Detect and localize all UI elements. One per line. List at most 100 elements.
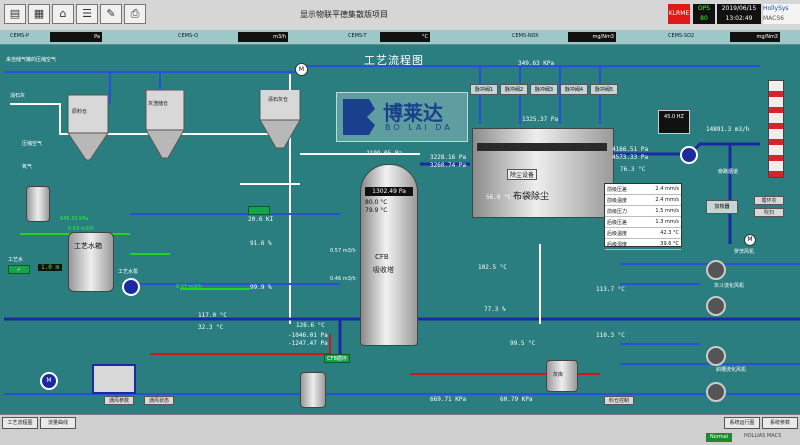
cems-so2-value: mg/Nm3 <box>730 32 780 42</box>
blower-motor-icon[interactable]: M <box>744 234 756 246</box>
pct2-value: 99.9 % <box>250 284 272 291</box>
chute-fan-icon[interactable] <box>706 346 726 366</box>
flow-water2-value: 0.63 m3/h <box>68 226 94 232</box>
hollias-label: HOLLIAS MACS <box>744 433 782 439</box>
brand-en: BO LAI DA <box>385 123 453 132</box>
overview-icon[interactable]: ▦ <box>28 4 50 24</box>
cems-so2-label: CEMS-SO2 <box>668 33 695 39</box>
state1-button[interactable]: 通风状态 <box>144 396 174 405</box>
print-icon[interactable]: ⎙ <box>124 4 146 24</box>
mini-status-button[interactable] <box>248 206 270 215</box>
air-source-label: 来自储气罐的压缩空气 <box>6 57 57 63</box>
dust-collector-label: 除尘设备 <box>507 169 538 180</box>
cems-t-value: °C <box>380 32 430 42</box>
flow-curve-tab[interactable]: 流量曲线 <box>40 417 76 429</box>
cems-p-label: CEMS-P <box>10 33 29 39</box>
small-silo[interactable] <box>26 186 50 222</box>
bypass-label: 旁路烟道 <box>718 169 739 175</box>
mid-temp-value: 102.5 °C <box>478 264 507 271</box>
water-pump-icon[interactable] <box>122 278 140 296</box>
cyclone-tank[interactable] <box>300 372 326 408</box>
tower-sub-label: 吸收塔 <box>373 266 394 274</box>
induced-fan-icon[interactable] <box>680 146 698 164</box>
cems-q-label: CEMS-Q <box>178 33 199 39</box>
system-param-tab[interactable]: 系统参数 <box>762 417 798 429</box>
blow-button[interactable]: 吹扫 <box>754 208 784 217</box>
water-line-label: 工艺水 <box>8 257 24 263</box>
oxygen-label: 氧气 <box>22 164 33 170</box>
cems-nox-label: CEMS-NOX <box>512 33 539 39</box>
system-run-tab[interactable]: 系统运行图 <box>724 417 760 429</box>
cems-q-value: m3/h <box>238 32 288 42</box>
silo-motor-icon[interactable]: M <box>295 63 308 76</box>
hopper-fan2-icon[interactable] <box>706 296 726 316</box>
ops-label: OPS <box>697 5 711 12</box>
fan-frequency-panel[interactable]: 45.0 HZ <box>658 110 690 134</box>
top-pressure-value: 349.63 KPa <box>518 60 555 67</box>
cems-so2-unit: mg/Nm3 <box>756 34 778 40</box>
alarm-indicator[interactable]: KLRME <box>668 4 690 24</box>
bag-cell-3[interactable]: 脉冲阀3 <box>530 84 558 95</box>
process-flow-tab[interactable]: 工艺流程图 <box>2 417 38 429</box>
bag-cell-row: 脉冲阀1 脉冲阀2 脉冲阀3 脉冲阀4 脉冲阀5 <box>470 84 620 96</box>
heater-unit[interactable] <box>92 364 136 394</box>
gas-temp-value: 117.0 °C <box>198 312 227 319</box>
bag-cell-1[interactable]: 脉冲阀1 <box>470 84 498 95</box>
bag-cell-5[interactable]: 脉冲阀5 <box>590 84 618 95</box>
blower-label: 罗茨风机 <box>734 249 755 255</box>
brand-watermark: 博莱达 BO LAI DA <box>336 92 468 142</box>
date-text: 2019/06/15 <box>721 5 757 12</box>
roots-blower-icon[interactable]: M <box>40 372 58 390</box>
ash-pool-label: 灰库 <box>553 372 564 378</box>
bag-cell-4[interactable]: 脉冲阀4 <box>560 84 588 95</box>
trend-icon[interactable]: ⌂ <box>52 4 74 24</box>
ops-indicator: OPS 80 <box>693 4 715 24</box>
tools-icon[interactable]: ✎ <box>100 4 122 24</box>
bag-cell-2[interactable]: 脉冲阀2 <box>500 84 528 95</box>
page-title: 工艺流程图 <box>364 54 424 67</box>
cfb-cycle-button[interactable]: CFB循环 <box>324 354 350 363</box>
cems-t-unit: °C <box>422 34 428 40</box>
alarm-list-icon[interactable]: ☰ <box>76 4 98 24</box>
silos-graphic <box>67 90 301 161</box>
ash-silo-label: 灰渣储仓 <box>148 101 169 107</box>
ash-silo-body <box>145 90 185 131</box>
flow4-value: 0.57 m3/h <box>330 248 356 254</box>
ops-value: 80 <box>700 15 708 22</box>
water-valve-button[interactable]: ✓ <box>8 265 30 274</box>
chute-fan2-icon[interactable] <box>706 382 726 402</box>
process-pipes <box>4 65 800 395</box>
cycle-button[interactable]: 循环灰 <box>754 196 784 205</box>
param1-button[interactable]: 通风参数 <box>104 396 134 405</box>
stack-chimney <box>768 80 784 178</box>
cfb-tower[interactable]: 1302.49 Pa 80.0 °C 79.9 °C CFB 吸收塔 <box>360 164 418 346</box>
low-p2-value: -1247.47 Pa <box>288 340 328 347</box>
heater-button[interactable]: 加热器 <box>706 200 738 214</box>
baghouse-label: 布袋除尘 <box>513 192 550 202</box>
hopper-fan-label: 灰斗流化风机 <box>714 283 745 289</box>
water-tank-label: 工艺水箱 <box>74 242 102 250</box>
tower-main-label: CFB <box>375 253 389 261</box>
bottom-bar: 工艺流程图 流量曲线 系统运行图 系统参数 Normal HOLLIAS MAC… <box>0 414 800 445</box>
hz-value: 45.0 HZ <box>664 114 684 120</box>
water-tank[interactable]: 工艺水箱 <box>68 232 114 292</box>
cems-q-unit: m3/h <box>273 34 286 40</box>
ash-pool-tank[interactable]: 灰库 <box>546 360 578 392</box>
menu-icon[interactable]: ▤ <box>4 4 26 24</box>
outlet-flow-value: 14891.3 m3/h <box>706 126 750 133</box>
hopper-fan-icon[interactable] <box>706 260 726 280</box>
low-p1-value: -1046.01 Pa <box>288 332 328 339</box>
time-text: 13:02:49 <box>725 15 753 22</box>
bag-valve-strip <box>477 143 607 151</box>
brand-cn: 博莱达 <box>383 101 443 125</box>
datetime-display: 2019/06/15 13:02:49 <box>717 4 761 24</box>
low-temp-value: 126.6 °C <box>296 322 325 329</box>
bag-filter[interactable]: 除尘设备 布袋除尘 <box>472 128 614 218</box>
mini-t-value: 20.6 KI <box>248 216 274 223</box>
hopper-control-button[interactable]: 料仓控制 <box>604 396 634 405</box>
raw-silo-label: 原料仓 <box>72 109 88 115</box>
